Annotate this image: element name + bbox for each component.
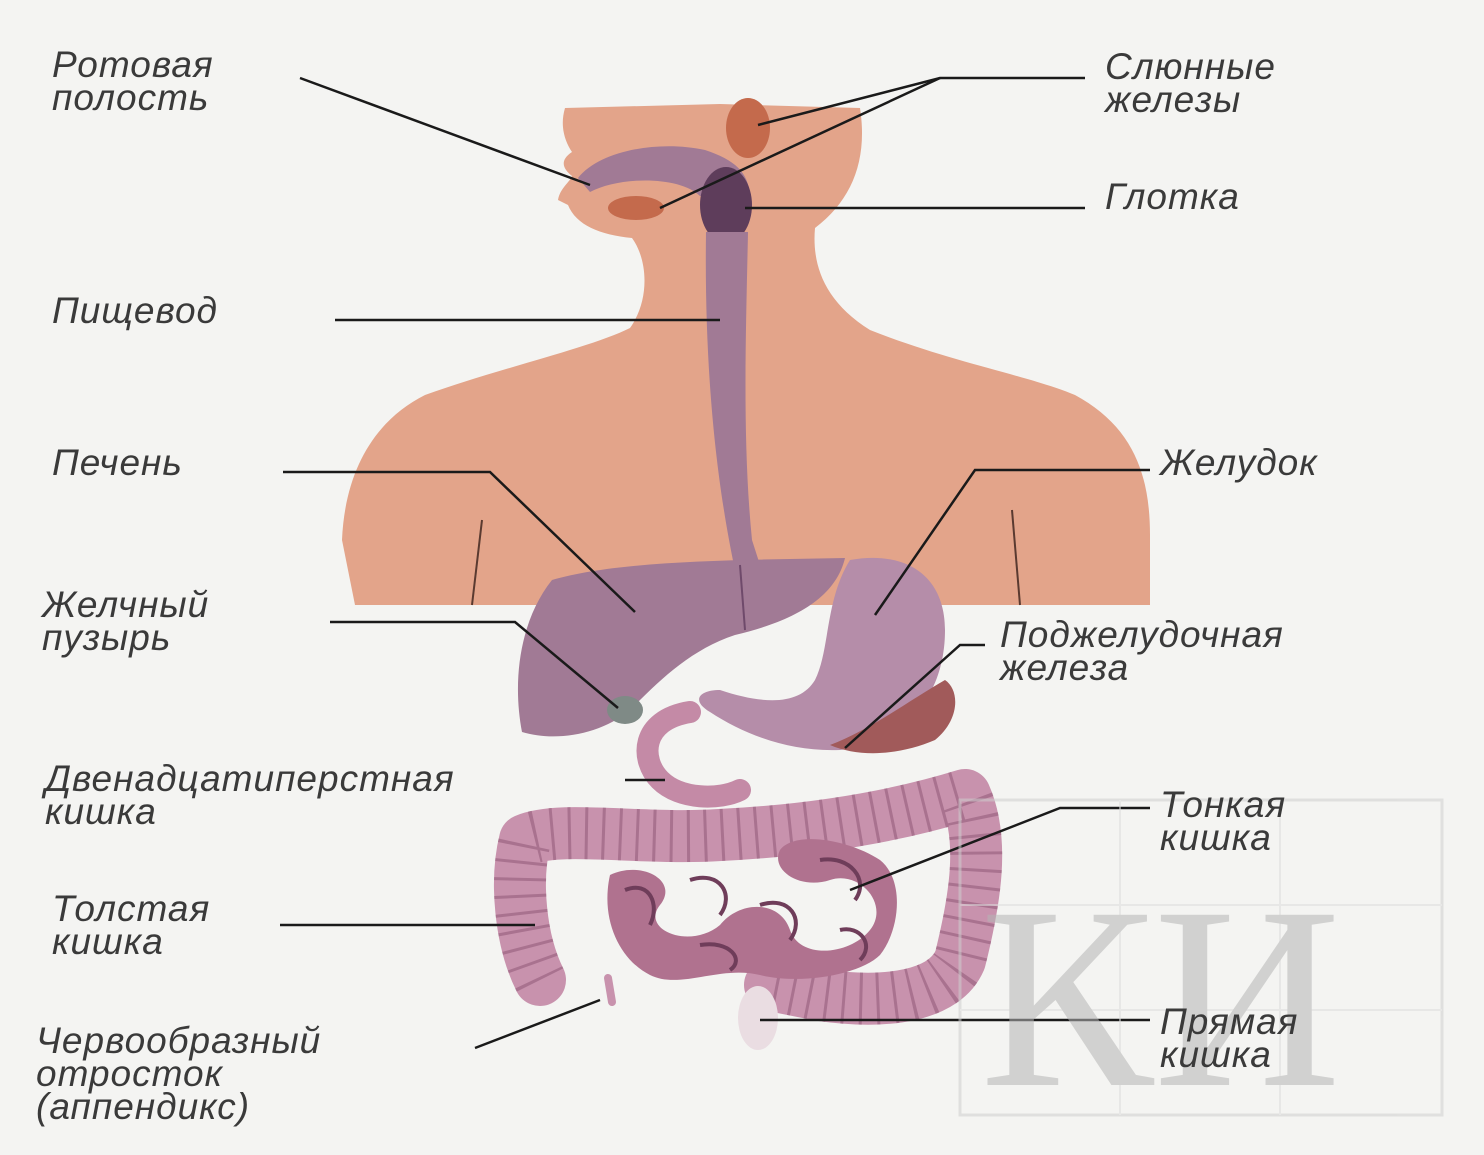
label-stomach: Желудок [1160,446,1318,479]
label-mouth-line2: полость [52,81,214,114]
label-pharynx-line1: Глотка [1105,180,1240,213]
label-large-intestine-line2: кишка [52,925,210,958]
label-large-intestine: Толстая кишка [52,892,210,958]
label-small-intestine: Тонкая кишка [1160,788,1286,854]
label-duodenum: Двенадцатиперстная кишка [45,762,455,828]
duodenum-shape [648,712,740,797]
appendix-shape [608,978,612,1002]
label-pancreas-line2: железа [1000,651,1284,684]
salivary-gland-parotid [726,98,770,158]
label-pharynx: Глотка [1105,180,1240,213]
label-gallbladder-line2: пузырь [42,621,209,654]
gallbladder-shape [607,696,643,724]
label-liver: Печень [52,446,183,479]
rectum-shape [738,986,778,1050]
label-liver-line1: Печень [52,446,183,479]
label-salivary-glands: Слюнные железы [1105,50,1276,116]
label-duodenum-line2: кишка [45,795,455,828]
label-salivary-line2: железы [1105,83,1276,116]
salivary-gland-submandibular [608,196,664,220]
pointer-mouth [300,78,590,185]
label-appendix-line3: (аппендикс) [36,1090,321,1123]
label-esophagus-line1: Пищевод [52,294,218,327]
label-stomach-line1: Желудок [1160,446,1318,479]
pointer-appendix [475,1000,600,1048]
label-rectum-line2: кишка [1160,1038,1298,1071]
label-gallbladder: Желчный пузырь [42,588,209,654]
label-appendix: Червообразный отросток (аппендикс) [36,1024,321,1123]
label-esophagus: Пищевод [52,294,218,327]
label-small-intestine-line2: кишка [1160,821,1286,854]
label-rectum: Прямая кишка [1160,1005,1298,1071]
label-pancreas: Поджелудочная железа [1000,618,1284,684]
label-mouth-cavity: Ротовая полость [52,48,214,114]
watermark-text: КИ [980,854,1341,1142]
